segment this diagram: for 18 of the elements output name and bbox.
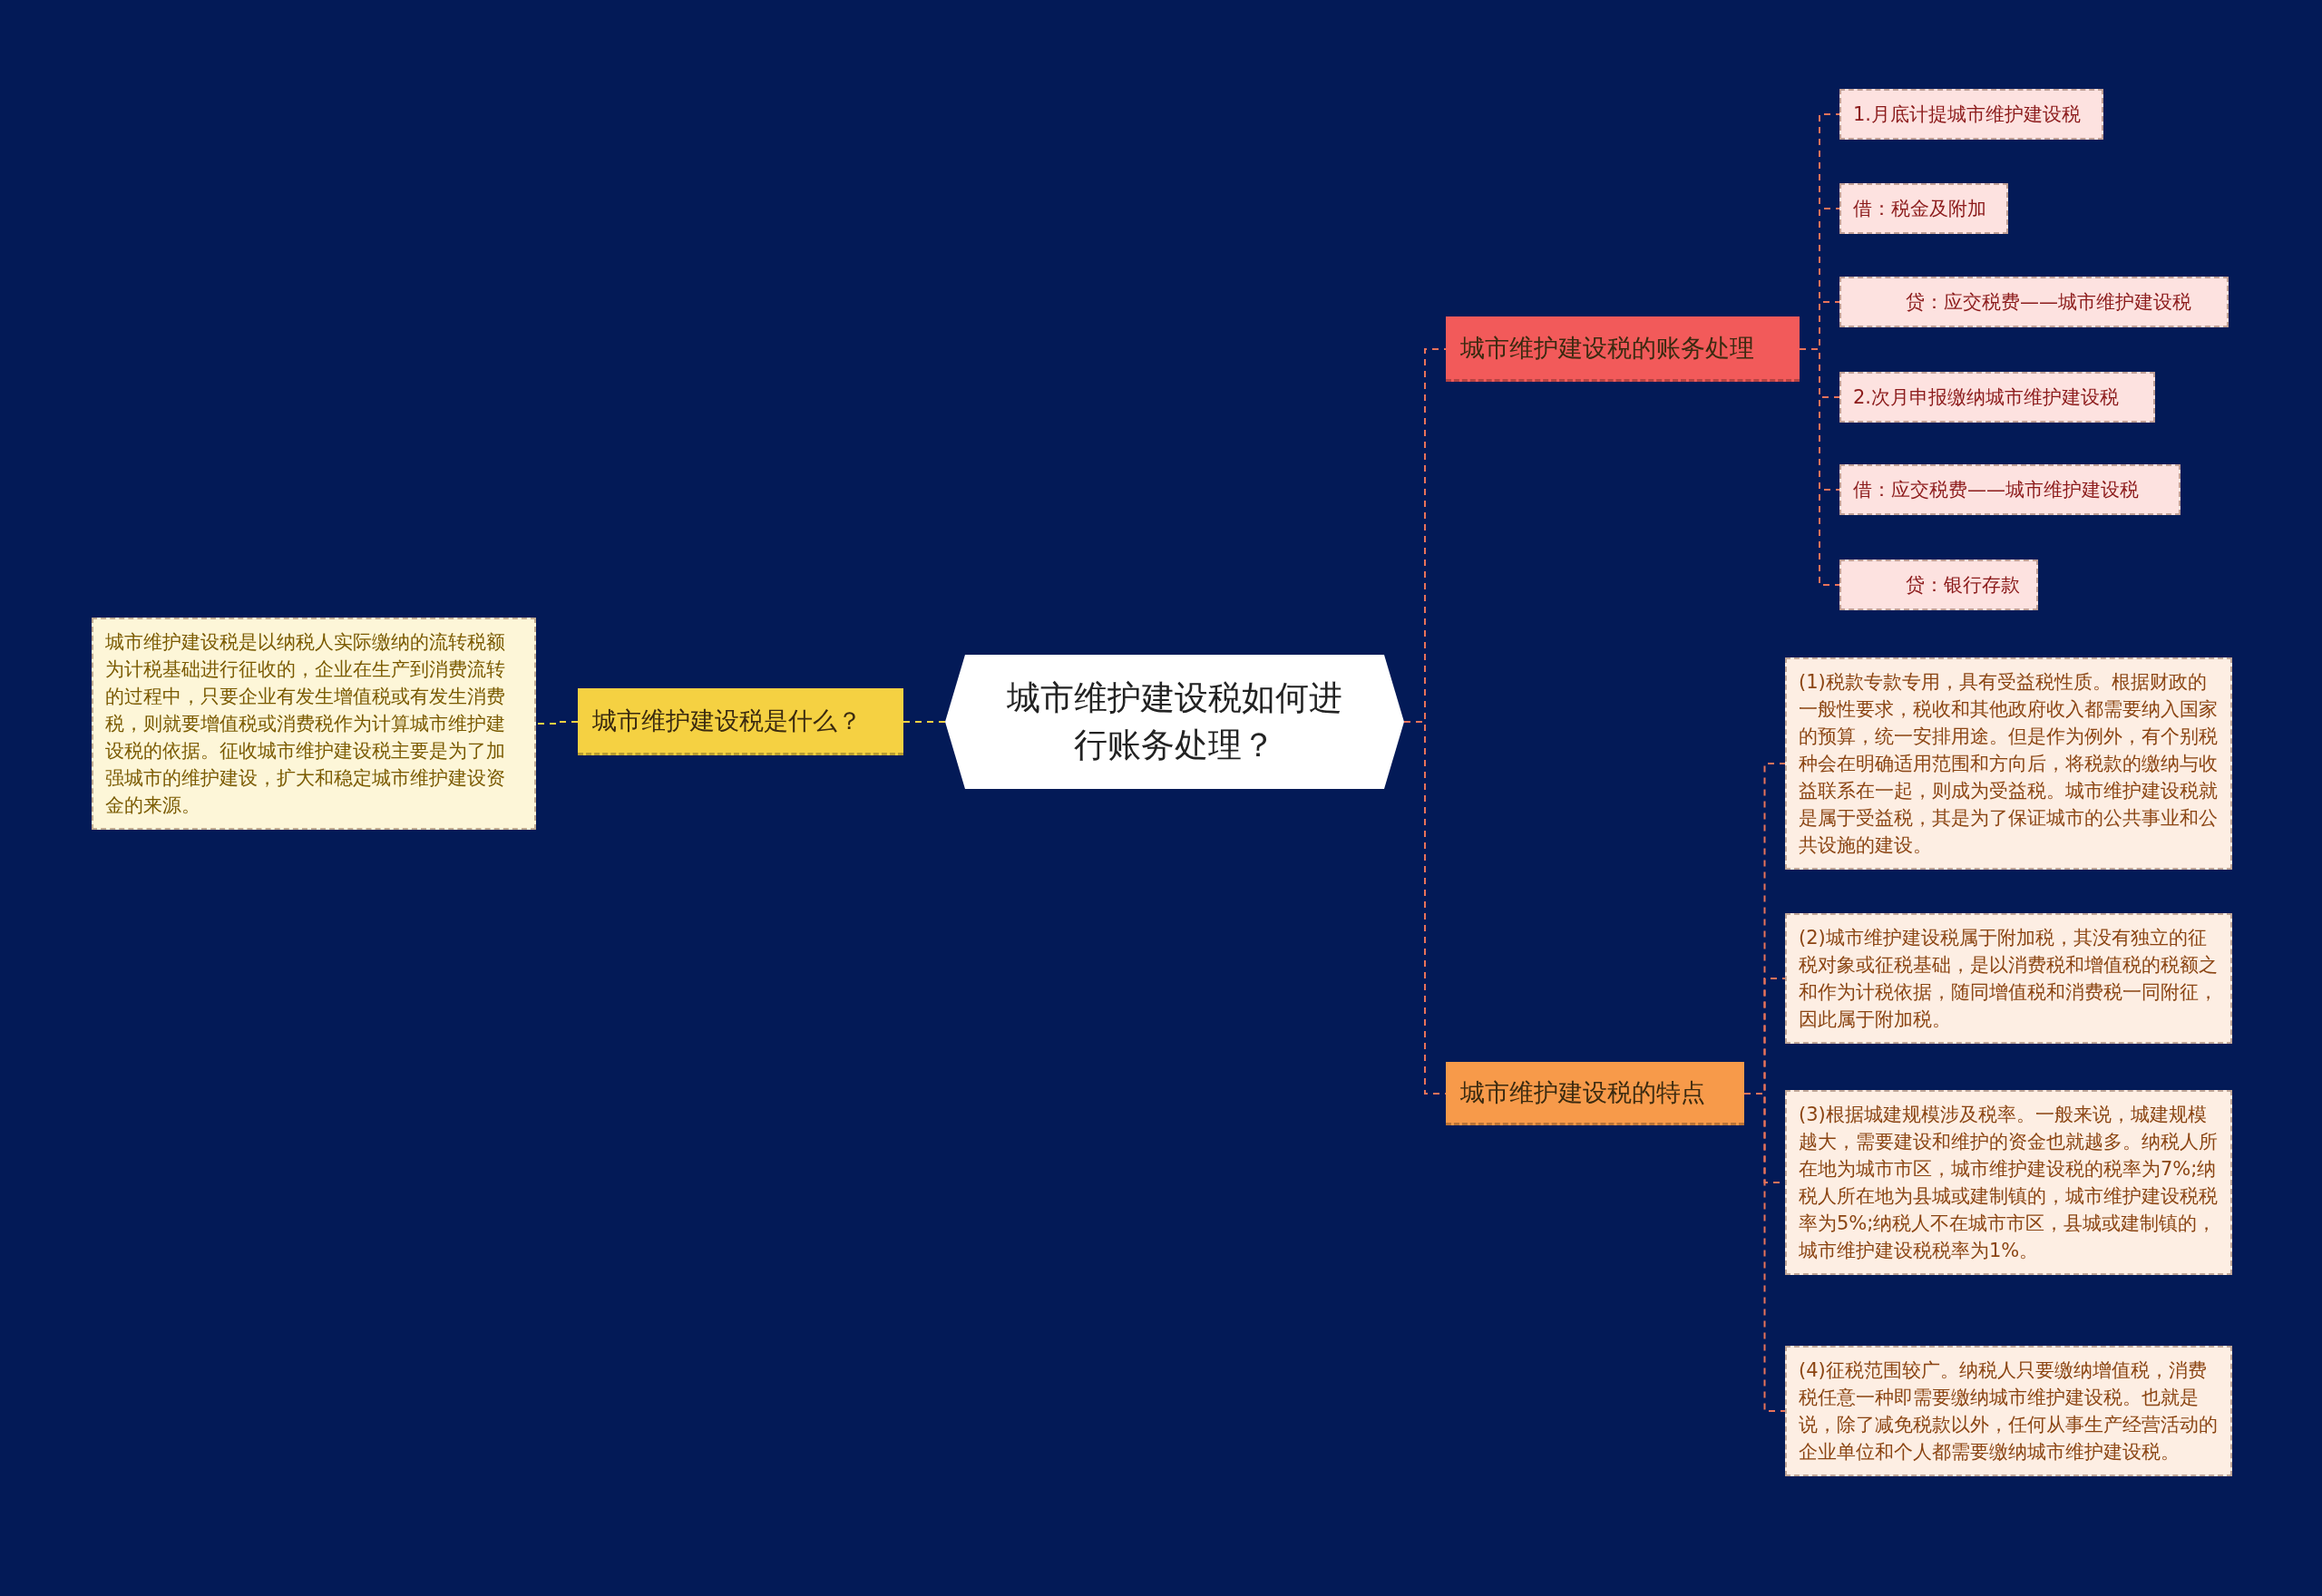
topic-box: 城市维护建设税的特点 bbox=[1446, 1062, 1744, 1125]
topic-box: 城市维护建设税的账务处理 bbox=[1446, 316, 1800, 382]
topic-box: 城市维护建设税是什么？ bbox=[578, 688, 903, 755]
text-card: (4)征税范围较广。纳税人只要缴纳增值税，消费税任意一种即需要缴纳城市维护建设税。也就是说，除了减免税款以外，任何从事生产经营活动的企业单位和个人都需要缴纳城市维护建设税。 bbox=[1785, 1346, 2232, 1476]
text-card: (2)城市维护建设税属于附加税，其没有独立的征税对象或征税基础，是以消费税和增值税的税额之和作为计税依据，随同增值税和消费税一同附征，因此属于附加税。 bbox=[1785, 913, 2232, 1044]
text-card: 借：税金及附加 bbox=[1839, 183, 2008, 234]
text-card: 1.月底计提城市维护建设税 bbox=[1839, 89, 2103, 140]
text-card: 借：应交税费——城市维护建设税 bbox=[1839, 464, 2181, 515]
central-topic-hexagon: 城市维护建设税如何进行账务处理？ bbox=[945, 655, 1404, 789]
text-card: (3)根据城建规模涉及税率。一般来说，城建规模越大，需要建设和维护的资金也就越多。纳税人所在地为城市市区，城市维护建设税的税率为7%;纳税人所在地为县城或建制镇的，城市维护建设税税率为5%;纳税人不在城市市区，县城或建制镇的，城市维护建设税税率为1%。 bbox=[1785, 1090, 2232, 1275]
connector-line bbox=[535, 721, 579, 725]
connector-line bbox=[902, 721, 946, 723]
text-card: (1)税款专款专用，具有受益税性质。根据财政的一般性要求，税收和其他政府收入都需要纳入国家的预算，统一安排用途。但是作为例外，有个别税种会在明确适用范围和方向后，将税款的缴纳与收益联系在一起，则成为受益税。城市维护建设税就是属于受益税，其是为了保证城市的公共事业和公共设施的建设。 bbox=[1785, 657, 2232, 870]
text-card: 2.次月申报缴纳城市维护建设税 bbox=[1839, 372, 2155, 423]
connector-line bbox=[1799, 348, 1840, 586]
text-card: 贷：银行存款 bbox=[1839, 560, 2038, 610]
text-card: 城市维护建设税是以纳税人实际缴纳的流转税额为计税基础进行征收的，企业在生产到消费流转的过程中，只要企业有发生增值税或有发生消费税，则就要增值税或消费税作为计算城市维护建设税的依据。征收城市维护建设税主要是为了加强城市的维护建设，扩大和稳定城市维护建设资金的来源。 bbox=[92, 618, 536, 830]
text-card: 贷：应交税费——城市维护建设税 bbox=[1839, 277, 2229, 327]
